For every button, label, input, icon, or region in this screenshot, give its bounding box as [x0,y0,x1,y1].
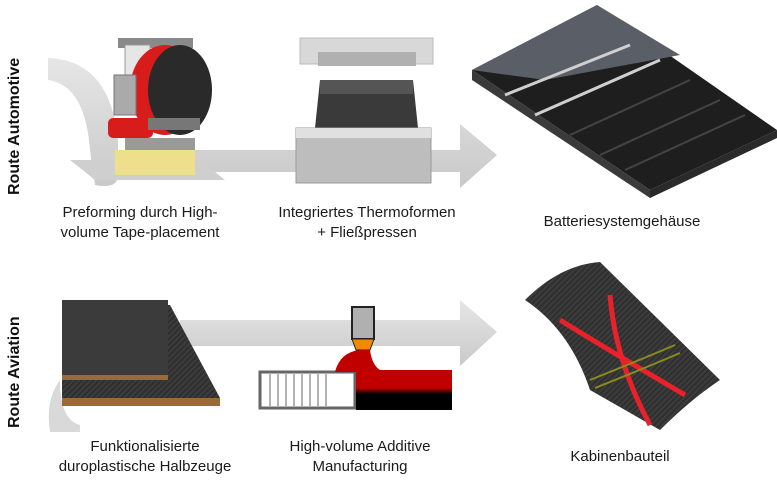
caption-line: volume Tape-placement [60,224,220,241]
route-aviation-label: Route Aviation [6,316,23,428]
additive-manufacturing-image [258,306,452,410]
result-caption-cabin-component: Kabinenbauteil [570,448,670,465]
caption-line: Manufacturing [312,458,408,475]
tape-placement-machine-image [70,38,225,180]
step-caption-additive-manufacturing: High-volume Additive Manufacturing [270,437,450,477]
result-caption-battery-housing: Batteriesystemgehäuse [543,213,701,230]
caption-line: + Fließpressen [317,224,417,241]
caption-line: Preforming durch High- [62,204,218,221]
cabin-component-image [525,262,720,430]
step-caption-thermoforming: Integriertes Thermoformen + Fließpressen [262,203,472,243]
step-caption-semi-finished: Funktionalisierte duroplastische Halbzeu… [40,437,250,477]
thermoforming-tool-image [295,37,434,184]
composite-panels-image [62,300,220,406]
caption-line: Integriertes Thermoformen [278,204,456,221]
caption-line: High-volume Additive [289,438,431,455]
caption-line: Funktionalisierte [90,438,200,455]
battery-housing-image [472,5,777,198]
route-aviation-arrow [48,300,497,432]
caption-line: duroplastische Halbzeuge [58,458,232,475]
route-automotive-label: Route Automotive [6,57,23,195]
step-caption-tape-placement: Preforming durch High- volume Tape-place… [45,203,235,243]
